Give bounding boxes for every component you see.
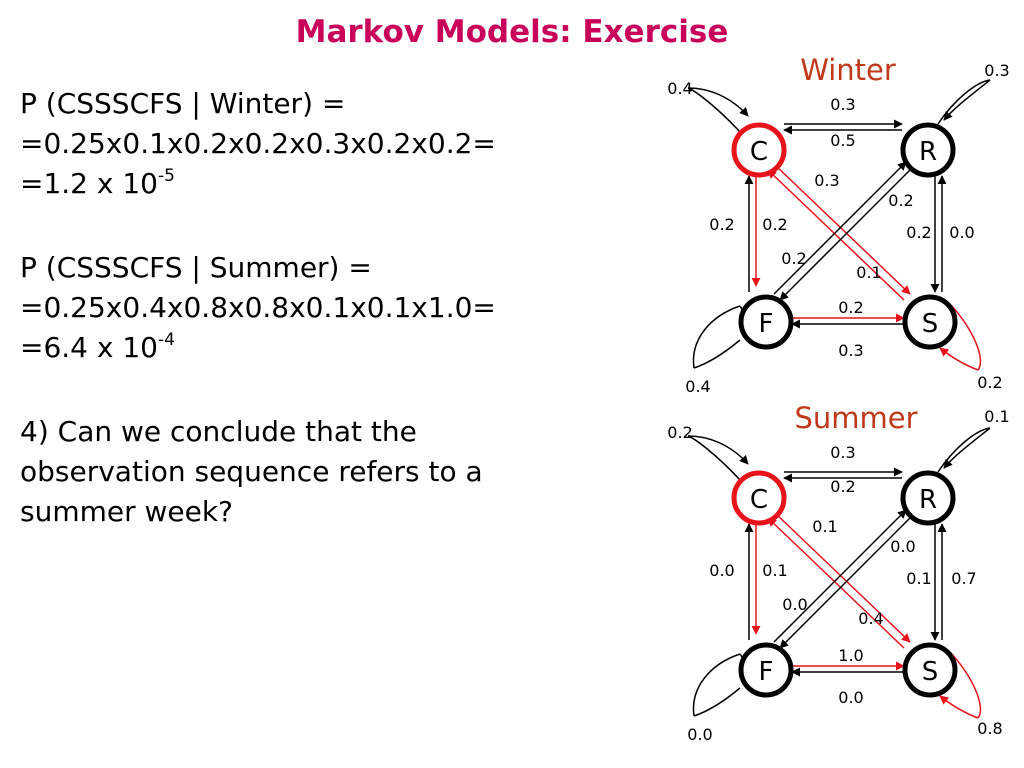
winter-diagram: Winter C R F S xyxy=(667,53,1009,396)
summer-edge-c-self xyxy=(687,435,749,465)
winter-line-3: =1.2 x 10-5 xyxy=(20,164,496,204)
summer-node-s xyxy=(902,642,958,698)
summer-node-r xyxy=(900,470,956,526)
slide-title: Markov Models: Exercise xyxy=(295,14,729,50)
summer-node-c-label: C xyxy=(750,485,768,515)
winter-label-c-self: 0.4 xyxy=(667,79,692,98)
summer-edge-f-r xyxy=(773,509,907,643)
summer-label-f-c: 0.0 xyxy=(709,561,734,580)
summer-edge-r-self xyxy=(943,427,991,469)
winter-edge-s-self-out xyxy=(949,303,982,371)
summer-label-f-self: 0.0 xyxy=(687,725,712,744)
summer-label-c-f: 0.1 xyxy=(762,561,787,580)
winter-edge-c-self-out xyxy=(687,87,741,133)
winter-node-r xyxy=(900,122,956,178)
winter-label-r-c: 0.5 xyxy=(830,131,855,150)
summer-edge-r-f xyxy=(779,515,913,649)
winter-season-title: Winter xyxy=(800,53,896,87)
summer-edge-c-s xyxy=(773,511,911,643)
winter-node-c-label: C xyxy=(750,137,768,167)
winter-line-2: =0.25x0.1x0.2x0.2x0.3x0.2x0.2= xyxy=(20,127,496,160)
summer-line-1: P (CSSSCFS | Summer) = xyxy=(20,251,372,284)
winter-probability-block: P (CSSSCFS | Winter) = =0.25x0.1x0.2x0.2… xyxy=(20,84,496,204)
summer-node-s-label: S xyxy=(922,657,939,687)
summer-edge-s-self xyxy=(939,695,979,719)
winter-label-r-f: 0.2 xyxy=(888,191,913,210)
winter-result-exponent: -5 xyxy=(158,166,175,186)
winter-label-s-r: 0.0 xyxy=(949,223,974,242)
summer-node-f xyxy=(738,642,794,698)
summer-node-r-label: R xyxy=(919,485,937,515)
winter-label-s-self: 0.2 xyxy=(977,373,1002,392)
summer-probability-block: P (CSSSCFS | Summer) = =0.25x0.4x0.8x0.8… xyxy=(20,248,496,368)
summer-edge-f-self-out xyxy=(692,653,741,717)
winter-node-r-label: R xyxy=(919,137,937,167)
summer-edge-f-self-in xyxy=(693,687,741,717)
summer-label-r-self: 0.1 xyxy=(984,407,1009,426)
summer-line-3: =6.4 x 10-4 xyxy=(20,328,496,368)
winter-label-c-f: 0.2 xyxy=(762,215,787,234)
summer-label-f-r: 0.0 xyxy=(782,595,807,614)
winter-label-s-f: 0.3 xyxy=(838,341,863,360)
summer-edge-c-self-out xyxy=(687,435,741,481)
summer-label-c-s: 0.1 xyxy=(812,517,837,536)
summer-label-r-c: 0.2 xyxy=(830,477,855,496)
summer-label-c-self: 0.2 xyxy=(667,423,692,442)
winter-label-f-r: 0.2 xyxy=(781,249,806,268)
winter-edge-f-self-in xyxy=(693,339,741,369)
winter-edge-s-self xyxy=(939,347,979,371)
summer-label-c-r: 0.3 xyxy=(830,443,855,462)
summer-label-s-self: 0.8 xyxy=(977,719,1002,738)
winter-edge-r-f xyxy=(779,167,913,301)
winter-node-s xyxy=(902,294,958,350)
winter-node-f xyxy=(738,294,794,350)
summer-edge-r-self-out xyxy=(937,427,991,473)
winter-edge-c-s xyxy=(773,163,911,295)
summer-label-s-f: 0.0 xyxy=(838,688,863,707)
summer-season-title: Summer xyxy=(794,401,917,435)
winter-edge-s-c xyxy=(767,169,905,301)
summer-edge-s-self-out xyxy=(949,651,982,719)
winter-node-f-label: F xyxy=(759,309,774,339)
summer-node-f-label: F xyxy=(759,657,774,687)
winter-label-c-s: 0.3 xyxy=(814,171,839,190)
winter-label-s-c: 0.1 xyxy=(856,263,881,282)
summer-label-f-s: 1.0 xyxy=(838,646,863,665)
winter-node-s-label: S xyxy=(922,309,939,339)
question-text: 4) Can we conclude that the observation … xyxy=(20,415,483,528)
summer-result-exponent: -4 xyxy=(158,330,175,350)
winter-label-f-c: 0.2 xyxy=(709,215,734,234)
winter-edge-f-r xyxy=(773,161,907,295)
summer-label-r-f: 0.0 xyxy=(890,537,915,556)
winter-edge-f-self-out xyxy=(692,305,741,369)
winter-edge-r-self-out xyxy=(937,79,991,125)
winter-edge-r-self xyxy=(943,79,991,121)
winter-edge-c-self xyxy=(687,87,749,117)
summer-label-s-r: 0.7 xyxy=(951,569,976,588)
winter-label-f-self: 0.4 xyxy=(685,377,710,396)
summer-label-s-c: 0.4 xyxy=(858,609,883,628)
winter-label-c-r: 0.3 xyxy=(830,95,855,114)
summer-line-2: =0.25x0.4x0.8x0.8x0.1x0.1x1.0= xyxy=(20,291,496,324)
summer-label-r-s: 0.1 xyxy=(906,569,931,588)
winter-label-f-s: 0.2 xyxy=(838,298,863,317)
winter-result-base: =1.2 x 10 xyxy=(20,167,158,200)
winter-node-c xyxy=(731,122,787,178)
summer-node-c xyxy=(731,470,787,526)
winter-label-r-s: 0.2 xyxy=(906,223,931,242)
summer-edge-s-c xyxy=(767,517,905,649)
summer-result-base: =6.4 x 10 xyxy=(20,331,158,364)
summer-diagram: Summer C R F S xyxy=(667,401,1009,744)
winter-line-1: P (CSSSCFS | Winter) = xyxy=(20,87,346,120)
winter-label-r-self: 0.3 xyxy=(984,61,1009,80)
